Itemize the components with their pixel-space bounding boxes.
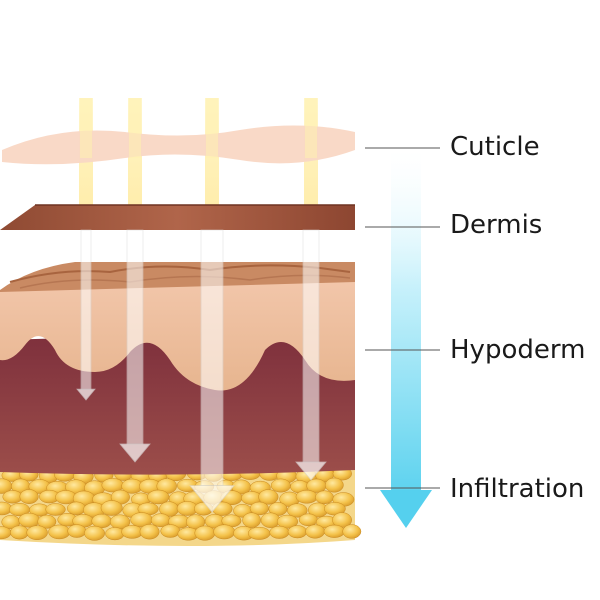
fat-cell	[160, 524, 181, 538]
fat-cell	[194, 525, 216, 541]
fat-cell	[26, 525, 48, 540]
fat-cell	[258, 489, 279, 505]
fat-cell	[105, 527, 125, 541]
fat-cell	[45, 503, 66, 516]
tissue-arrow-shaft	[200, 229, 224, 487]
fat-cell	[10, 525, 29, 540]
leader-lines	[365, 147, 440, 489]
fat-cell	[323, 524, 345, 538]
penetration-arrows	[76, 229, 327, 513]
fat-cell	[242, 512, 261, 528]
fat-cell	[269, 525, 290, 539]
label-hypoderm: Hypoderm	[450, 335, 586, 365]
tissue-arrow-shaft	[302, 229, 320, 463]
tissue-arrow-head	[119, 443, 151, 463]
fat-cell	[67, 501, 86, 516]
fat-cell	[315, 490, 334, 505]
fat-cell	[298, 513, 318, 527]
fat-cell	[67, 524, 87, 538]
label-infiltration: Infiltration	[450, 474, 585, 504]
fat-cell	[139, 524, 160, 540]
tissue-arrow-head	[76, 388, 96, 401]
penetration-depth-arrow	[380, 150, 432, 528]
tissue-arrow-head	[189, 485, 235, 513]
fat-cell	[100, 500, 123, 516]
fat-cell	[2, 490, 23, 504]
label-cuticle: Cuticle	[450, 132, 540, 162]
fat-cell	[342, 524, 362, 539]
fat-cell	[295, 489, 318, 504]
fat-cell	[213, 524, 236, 540]
fat-cell	[185, 514, 206, 530]
fat-cell	[270, 478, 291, 493]
fat-cell	[91, 513, 112, 529]
light-beams-overlay	[80, 98, 317, 158]
label-dermis: Dermis	[450, 210, 543, 240]
light-beam-highlight	[206, 98, 218, 158]
light-beam-highlight	[305, 98, 317, 158]
fat-cell	[305, 524, 325, 539]
fat-cell	[121, 525, 144, 539]
fat-cell	[18, 512, 40, 528]
fat-cell	[84, 525, 105, 541]
fat-cell	[37, 514, 57, 529]
light-beam-highlight	[129, 98, 141, 158]
tissue-arrow-head	[295, 461, 327, 481]
light-beam-highlight	[80, 98, 92, 158]
dermis-sheet	[0, 205, 355, 230]
tissue-arrow-shaft	[80, 229, 92, 390]
fat-cell	[260, 512, 281, 528]
fat-cell	[276, 514, 298, 529]
fat-cell	[287, 503, 308, 518]
fat-cell	[324, 477, 344, 493]
fat-cell	[287, 525, 308, 539]
fat-cell	[48, 524, 71, 540]
fat-cell	[247, 526, 271, 540]
tissue-arrow-shaft	[126, 229, 144, 445]
cuticle-sheet	[2, 125, 355, 165]
fat-cell	[19, 489, 39, 504]
